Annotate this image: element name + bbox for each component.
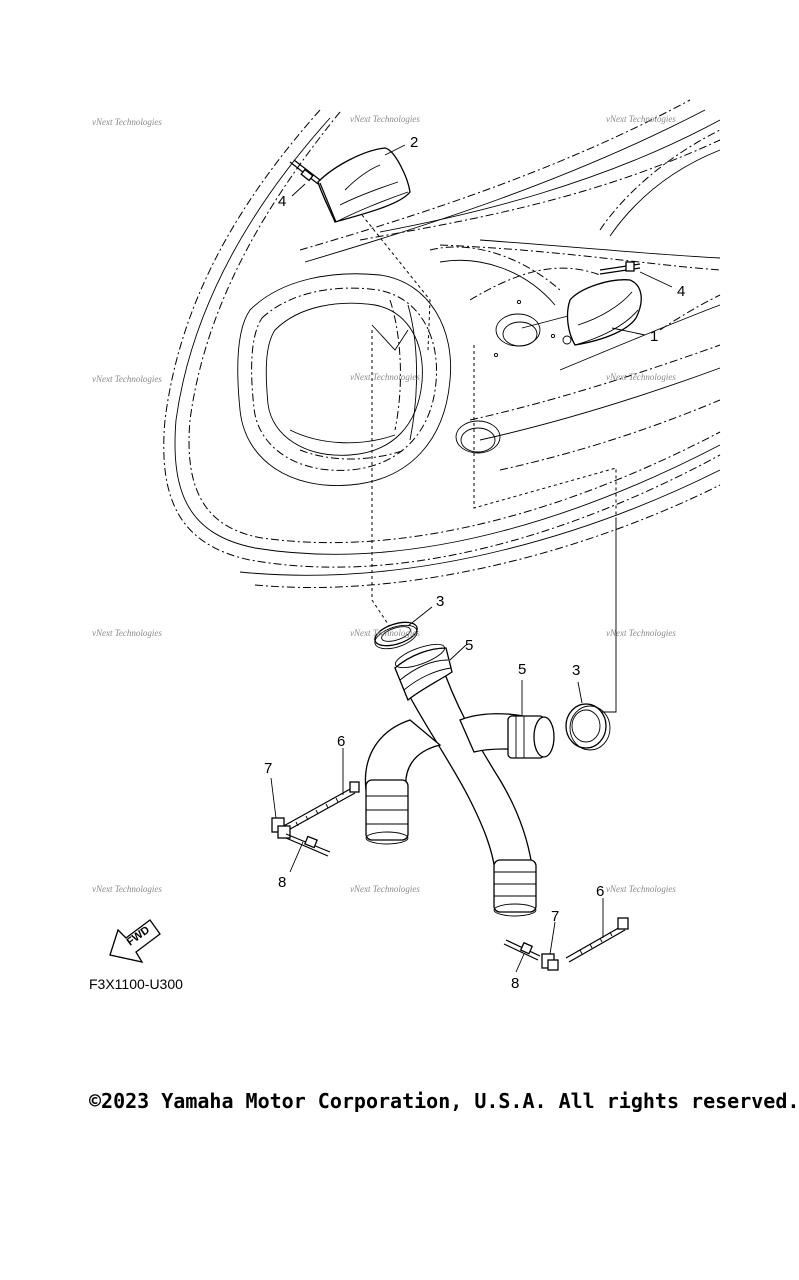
fwd-direction-arrow: FWD <box>109 919 161 963</box>
part-ventilation-hose <box>364 643 555 917</box>
leader-1-pointer <box>521 315 569 329</box>
leader-8-right <box>515 953 525 973</box>
exploded-parts-diagram: FWD 1 2 3 3 4 4 5 5 6 6 7 7 8 8 vNext Te… <box>92 99 721 992</box>
callout-1: 1 <box>650 328 658 345</box>
leader-5-upper <box>449 644 467 661</box>
callout-3: 3 <box>572 662 580 679</box>
callout-6: 6 <box>337 733 345 750</box>
copyright-notice: ©2023 Yamaha Motor Corporation, U.S.A. A… <box>89 1089 799 1113</box>
callout-5: 5 <box>518 661 526 678</box>
parts-diagram-page: FWD 1 2 3 3 4 4 5 5 6 6 7 7 8 8 vNext Te… <box>89 99 799 1113</box>
watermark: vNext Technologies <box>606 372 676 382</box>
leader-7-right <box>549 921 556 955</box>
callout-5: 5 <box>465 637 473 654</box>
part-cable-tie-right <box>565 917 629 963</box>
leader-2 <box>384 144 406 156</box>
watermark: vNext Technologies <box>350 628 420 638</box>
watermark: vNext Technologies <box>350 372 420 382</box>
assembly-guide-lines <box>361 214 617 713</box>
leader-3-right <box>577 681 583 704</box>
callout-8: 8 <box>278 874 286 891</box>
callout-4: 4 <box>278 193 286 210</box>
leader-1 <box>611 327 646 336</box>
leader-4-right <box>639 271 673 288</box>
hull-deck-outline <box>163 99 721 588</box>
leader-3-upper <box>407 606 433 627</box>
watermark: vNext Technologies <box>606 884 676 894</box>
part-rivet-upper <box>289 159 321 185</box>
watermark: vNext Technologies <box>92 117 162 127</box>
callout-7: 7 <box>264 760 272 777</box>
watermark: vNext Technologies <box>92 884 162 894</box>
part-rivet-lower-right <box>503 939 541 961</box>
part-grommet-upper <box>374 621 418 650</box>
watermark: vNext Technologies <box>350 884 420 894</box>
watermark: vNext Technologies <box>606 114 676 124</box>
callout-4: 4 <box>677 283 685 300</box>
callout-labels: 1 2 3 3 4 4 5 5 6 6 7 7 8 8 <box>264 134 685 992</box>
watermarks: vNext Technologies vNext Technologies vN… <box>92 114 676 894</box>
part-duct-cover-upper <box>317 147 411 223</box>
part-clamp-right <box>541 953 559 971</box>
callout-2: 2 <box>410 134 418 151</box>
leader-4-upper <box>291 183 306 197</box>
watermark: vNext Technologies <box>92 374 162 384</box>
callout-7: 7 <box>551 908 559 925</box>
part-grommet-right <box>565 703 611 751</box>
part-rivet-left <box>285 833 331 857</box>
watermark: vNext Technologies <box>350 114 420 124</box>
callout-6: 6 <box>596 883 604 900</box>
callout-3: 3 <box>436 593 444 610</box>
leader-7-left <box>270 777 277 819</box>
part-cable-tie-left <box>279 781 360 834</box>
callout-8: 8 <box>511 975 519 992</box>
leader-8-left <box>289 841 304 873</box>
part-duct-cover-right <box>562 279 642 346</box>
watermark: vNext Technologies <box>606 628 676 638</box>
watermark: vNext Technologies <box>92 628 162 638</box>
part-rivet-right <box>599 261 641 275</box>
figure-code: F3X1100-U300 <box>89 976 183 992</box>
